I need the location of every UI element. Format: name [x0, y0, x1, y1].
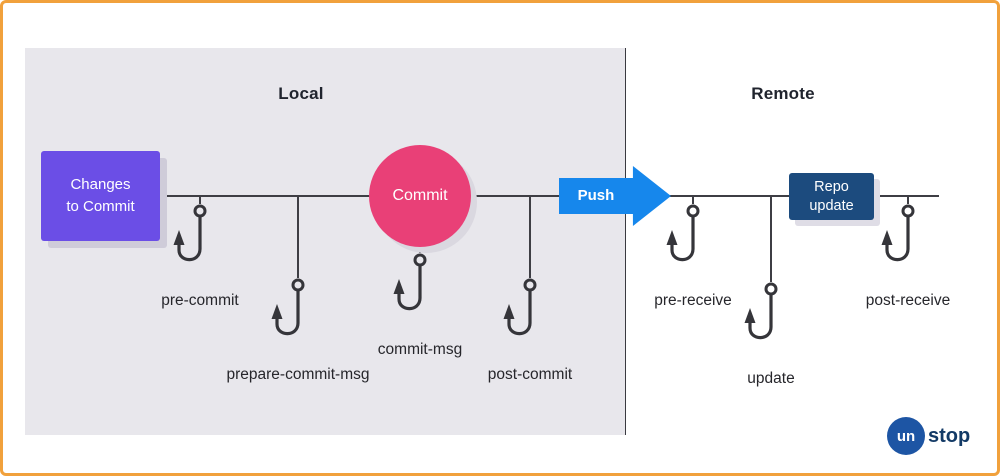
hook-commit-msg: commit-msg	[325, 196, 515, 359]
hook-pre-commit: pre-commit	[105, 196, 295, 310]
hook-icon	[271, 278, 305, 336]
hook-post-commit: post-commit	[435, 196, 625, 384]
unstop-logo: un stop	[887, 417, 970, 455]
hook-label: post-receive	[865, 292, 951, 309]
hook-update: update	[676, 196, 866, 388]
hook-icon	[503, 278, 537, 336]
push-label: Push	[577, 187, 615, 204]
hook-post-receive: post-receive	[813, 196, 997, 310]
repo-update-node: Repo update	[789, 173, 874, 220]
repo-update-label: Repo update	[809, 178, 854, 214]
hook-connector	[529, 196, 531, 278]
hook-icon	[666, 204, 700, 262]
pipeline-line	[153, 195, 939, 197]
local-remote-divider-line	[625, 48, 626, 435]
hook-label: post-commit	[487, 366, 573, 383]
hook-icon	[393, 253, 427, 311]
hook-icon	[881, 204, 915, 262]
hook-label: commit-msg	[377, 341, 463, 358]
hook-pre-receive: pre-receive	[598, 196, 788, 310]
hook-label: prepare-commit-msg	[226, 366, 370, 383]
hook-connector	[907, 196, 909, 204]
local-title: Local	[278, 84, 324, 103]
hook-icon	[744, 282, 778, 340]
hook-icon	[173, 204, 207, 262]
changes-to-commit-node: Changes to Commit	[41, 151, 160, 241]
hook-label: pre-receive	[654, 292, 732, 309]
unstop-logo-name: stop	[928, 424, 971, 447]
hook-connector	[199, 196, 201, 204]
changes-to-commit-label: Changes to Commit	[66, 176, 135, 215]
commit-node: Commit	[369, 145, 471, 247]
hook-label: update	[747, 370, 795, 387]
hook-connector	[692, 196, 694, 204]
hook-label: pre-commit	[161, 292, 239, 309]
local-section-panel	[25, 48, 625, 435]
hook-prepare-commit-msg: prepare-commit-msg	[203, 196, 393, 384]
hook-connector	[770, 196, 772, 282]
unstop-logo-badge: un	[887, 417, 925, 455]
remote-title: Remote	[751, 84, 815, 103]
hook-connector	[297, 196, 299, 278]
commit-label: Commit	[392, 187, 448, 204]
